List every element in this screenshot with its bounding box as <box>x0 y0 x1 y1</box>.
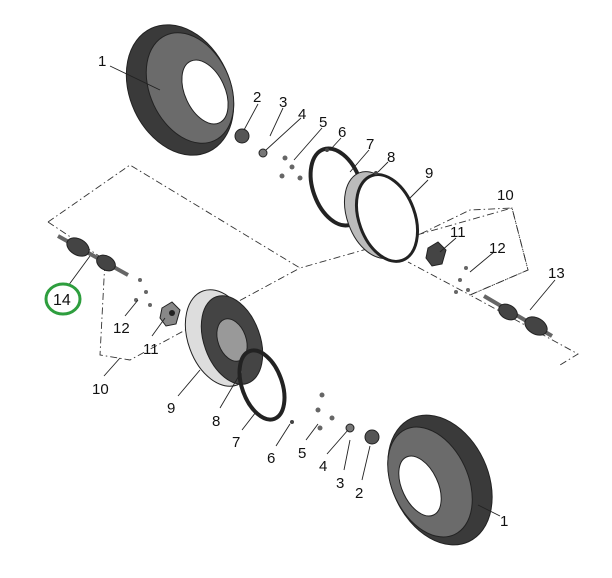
callout-8-top: 8 <box>387 149 395 166</box>
drive-shaft-14 <box>57 234 129 277</box>
callout-11-top: 11 <box>450 224 466 241</box>
callout-11-bottom: 11 <box>143 341 159 358</box>
callout-5-bottom: 5 <box>298 445 306 462</box>
callout-2-bottom: 2 <box>355 485 363 502</box>
callout-10-top: 10 <box>497 187 514 204</box>
callout-7-bottom: 7 <box>232 434 240 451</box>
tire-top <box>125 24 235 156</box>
callout-13: 13 <box>548 265 565 282</box>
drive-shaft-13 <box>482 294 554 338</box>
leader-lines <box>67 65 556 517</box>
assembly-outline-upper <box>47 164 579 366</box>
hub-nuts-bottom <box>134 266 470 445</box>
callout-5-top: 5 <box>319 114 327 131</box>
callout-6-bottom: 6 <box>267 450 275 467</box>
callout-7-top: 7 <box>366 136 374 153</box>
rim-top <box>308 146 419 263</box>
highlight-circle <box>44 282 82 316</box>
hub-nuts-top <box>234 128 447 267</box>
callout-2-top: 2 <box>253 89 261 106</box>
callout-1-top: 1 <box>98 53 106 70</box>
callout-8-bottom: 8 <box>212 413 220 430</box>
callout-4-bottom: 4 <box>319 458 327 475</box>
callout-14: 14 <box>53 292 71 309</box>
callout-3-bottom: 3 <box>336 475 344 492</box>
callout-12-top: 12 <box>489 240 506 257</box>
callout-4-top: 4 <box>298 106 306 123</box>
assembly-outline-hub <box>407 207 529 296</box>
callout-9-bottom: 9 <box>167 400 175 417</box>
tire-bottom <box>387 414 493 546</box>
callout-10-bottom: 10 <box>92 381 109 398</box>
callout-1-bottom: 1 <box>500 513 508 530</box>
callout-3-top: 3 <box>279 94 287 111</box>
rim-bottom <box>184 289 287 422</box>
callouts-bottom: 14 12 11 10 9 8 7 6 5 4 3 2 1 <box>44 282 508 530</box>
callout-12-bottom: 12 <box>113 320 130 337</box>
callout-6-top: 6 <box>338 124 346 141</box>
callout-9-top: 9 <box>425 165 433 182</box>
callouts-top: 1 2 3 4 5 6 7 8 9 10 11 12 13 <box>98 53 565 282</box>
